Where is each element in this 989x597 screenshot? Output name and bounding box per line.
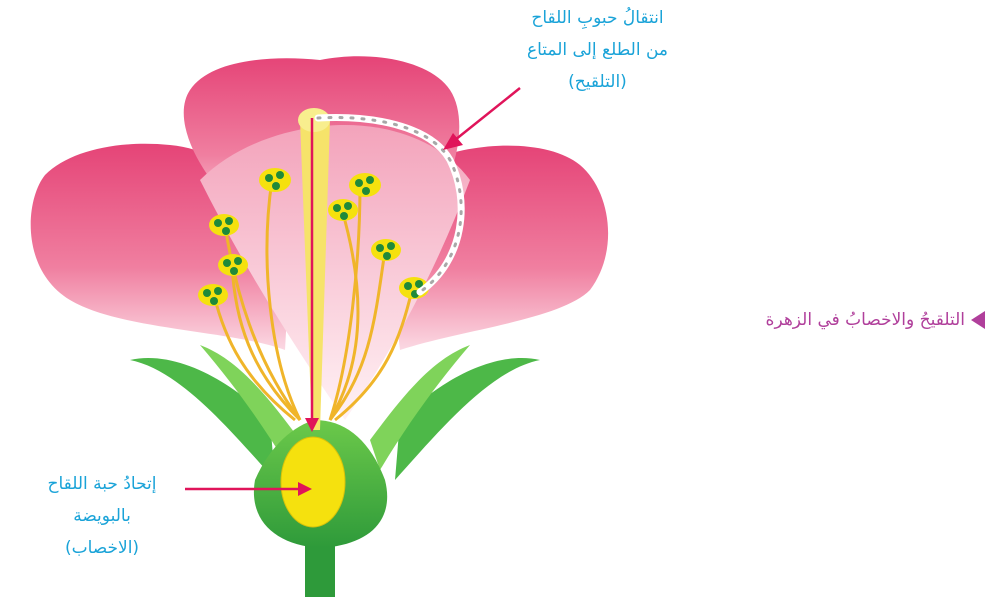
anther [259,168,291,192]
figure-caption: التلقيحُ والاخصابُ في الزهرة [755,305,985,335]
pollination-label-line: انتقالُ حبوبِ اللقاح [505,2,690,34]
ovary [281,437,345,527]
anther [218,254,248,276]
pollination-label-line: من الطلع إلى المتاع [505,34,690,66]
anther [349,173,381,197]
fertilization-label-line: (الاخصاب) [22,532,182,564]
pollination-label-line: (التلقيح) [505,66,690,98]
pollination-label: انتقالُ حبوبِ اللقاح من الطلع إلى المتاع… [505,2,690,98]
fertilization-label-line: بالبويضة [22,500,182,532]
fertilization-label-line: إتحادُ حبة اللقاح [22,468,182,500]
anther [209,214,239,236]
sepal-right [395,358,540,480]
caption-text: التلقيحُ والاخصابُ في الزهرة [766,310,965,330]
fertilization-label: إتحادُ حبة اللقاح بالبويضة (الاخصاب) [22,468,182,564]
anther [371,239,401,261]
anther [198,284,228,306]
caption-triangle-icon [971,311,985,329]
anther [328,199,358,221]
